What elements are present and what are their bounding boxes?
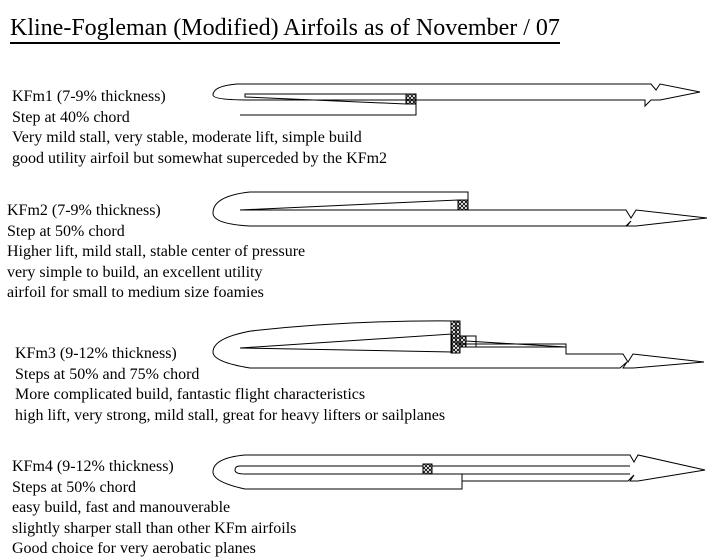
kfm3-name: KFm3 (9-12% thickness) (15, 345, 177, 362)
kfm3-profile (212, 320, 705, 369)
kfm1-profile (212, 83, 701, 116)
kfm3-description: KFm3 (9-12% thickness) Steps at 50% and … (15, 344, 445, 426)
kfm4-name: KFm4 (9-12% thickness) (12, 458, 174, 475)
kfm4-description: KFm4 (9-12% thickness) Steps at 50% chor… (12, 457, 296, 560)
kfm4-note-2: slightly sharper stall than other KFm ai… (12, 519, 297, 537)
kfm4-step: Steps at 50% chord (12, 478, 136, 496)
kfm2-step: Step at 50% chord (7, 222, 125, 240)
kfm2-description: KFm2 (7-9% thickness) Step at 50% chord … (7, 201, 305, 304)
kfm1-note-2: good utility airfoil but somewhat superc… (12, 149, 388, 167)
kfm1-note-1: Very mild stall, very stable, moderate l… (12, 129, 362, 146)
kfm2-note-1: Higher lift, mild stall, stable center o… (7, 243, 306, 260)
kfm3-note-2: high lift, very strong, mild stall, grea… (15, 406, 446, 424)
kfm2-name: KFm2 (7-9% thickness) (7, 202, 161, 219)
kfm4-profile (212, 454, 706, 490)
kfm4-note-1: easy build, fast and manouverable (12, 499, 231, 516)
kfm4-note-3: Good choice for very aerobatic planes (12, 540, 256, 557)
kfm1-name: KFm1 (7-9% thickness) (12, 88, 166, 105)
kfm1-step: Step at 40% chord (12, 108, 130, 126)
page-title: Kline-Fogleman (Modified) Airfoils as of… (10, 14, 560, 44)
kfm2-note-2: very simple to build, an excellent utili… (7, 263, 263, 281)
kfm3-step: Steps at 50% and 75% chord (15, 365, 200, 383)
kfm1-description: KFm1 (7-9% thickness) Step at 40% chord … (12, 87, 387, 169)
kfm2-profile (212, 191, 708, 227)
kfm2-note-3: airfoil for small to medium size foamies (7, 284, 264, 301)
kfm3-note-1: More complicated build, fantastic flight… (15, 386, 366, 403)
